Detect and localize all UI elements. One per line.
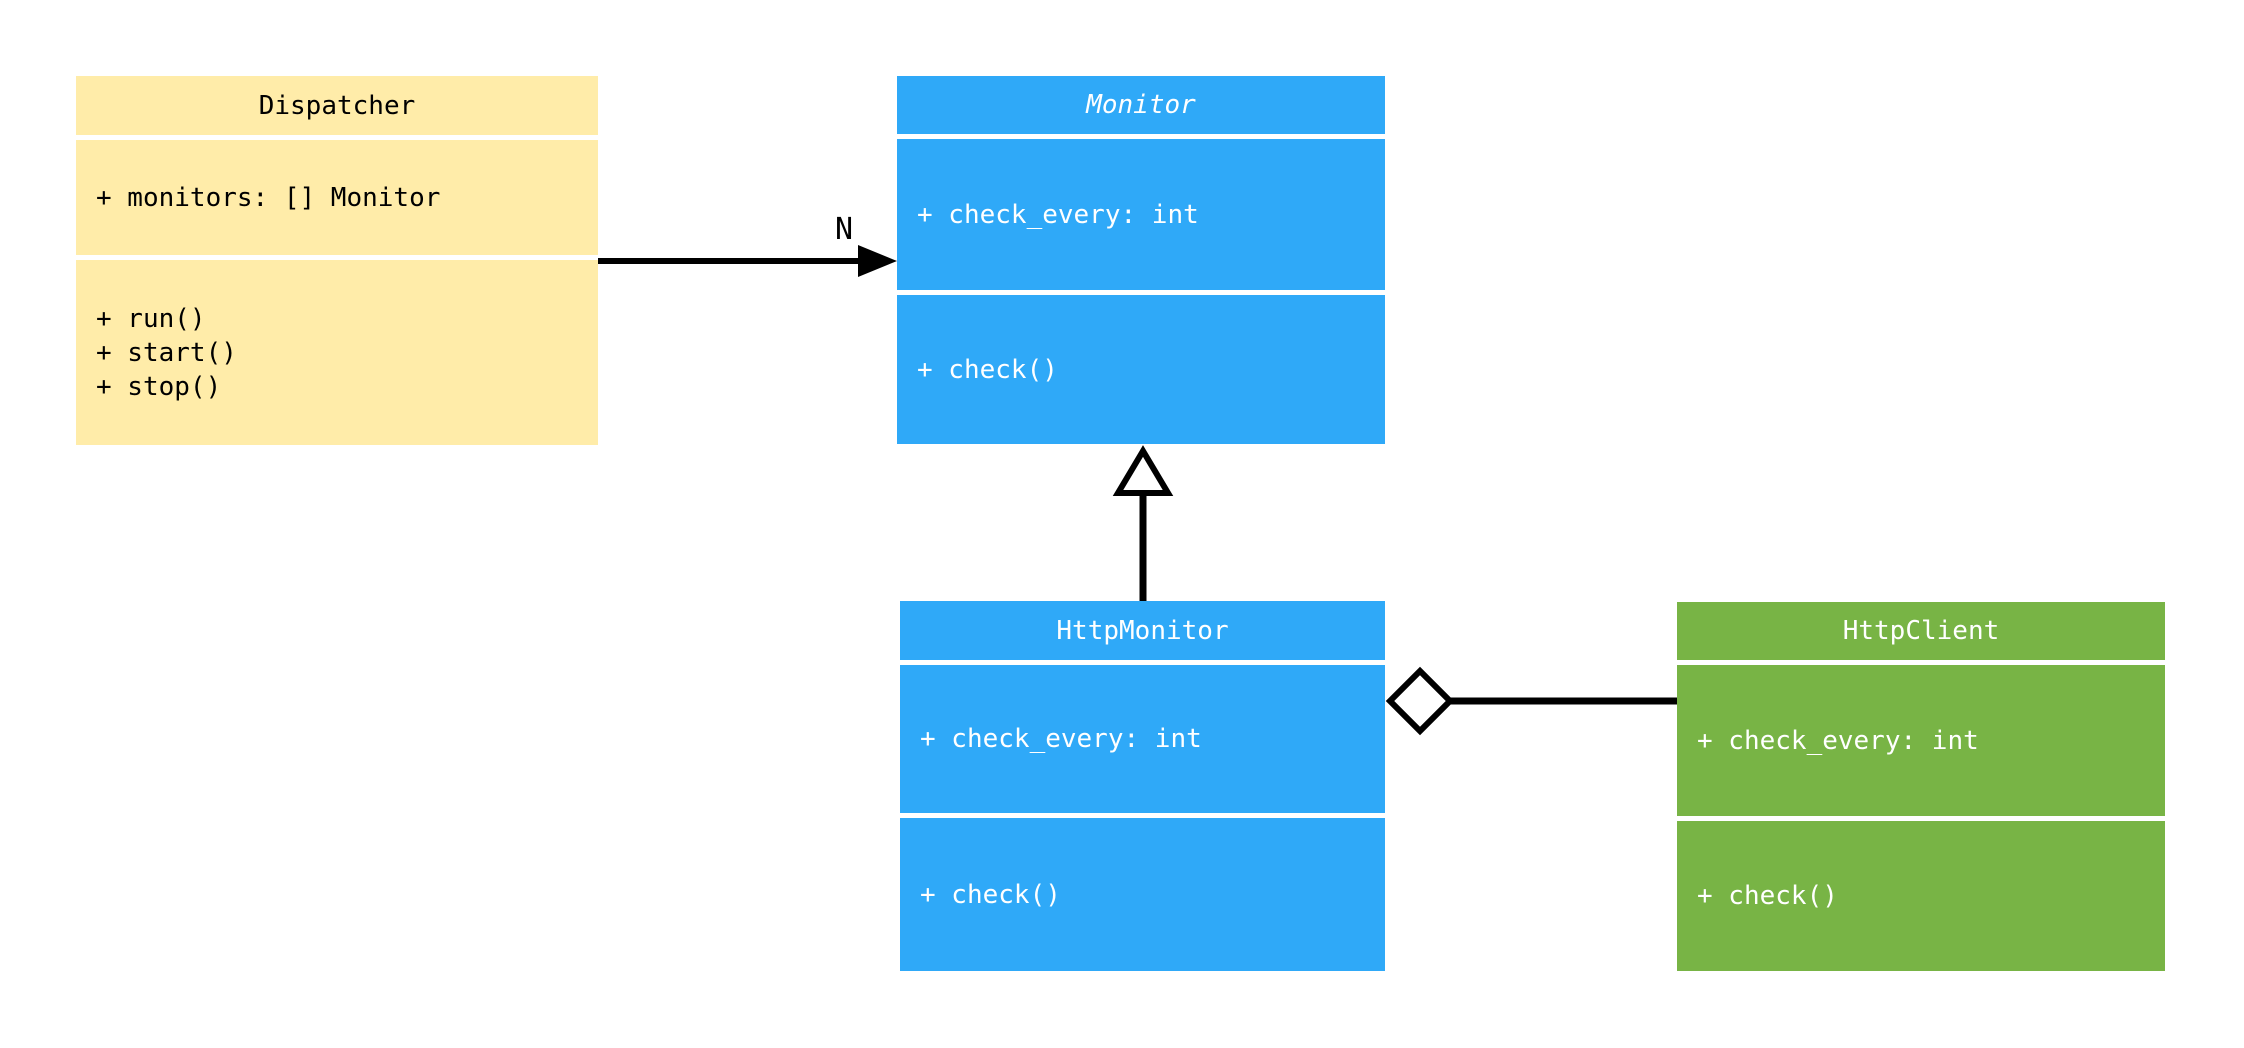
class-title: Monitor [897,76,1385,134]
attributes-section: + monitors: [] Monitor [76,140,598,255]
aggregation-diamond-icon [1385,666,1455,736]
methods-section: + run() + start() + stop() [76,260,598,445]
association-multiplicity-label: N [834,212,854,247]
methods-section: + check() [1677,821,2165,971]
class-httpclient: HttpClient + check_every: int + check() [1677,602,2165,971]
class-title: HttpMonitor [900,601,1385,660]
method-line: + run() [96,303,206,334]
class-title: HttpClient [1677,602,2165,660]
class-title: Dispatcher [76,76,598,135]
inheritance-triangle-icon [1112,445,1174,496]
attributes-section: + check_every: int [1677,665,2165,816]
method-line: + start() [96,337,237,368]
association-arrow [598,245,897,277]
attributes-section: + check_every: int [900,665,1385,813]
class-httpmonitor: HttpMonitor + check_every: int + check() [900,601,1385,971]
attribute-line: + monitors: [] Monitor [96,182,441,213]
methods-section: + check() [897,295,1385,444]
attribute-line: + check_every: int [917,199,1199,230]
class-monitor: Monitor + check_every: int + check() [897,76,1385,444]
attribute-line: + check_every: int [920,724,1202,754]
inheritance-arrow [1112,445,1174,601]
association-arrowhead-icon [858,245,897,277]
class-dispatcher: Dispatcher + monitors: [] Monitor + run(… [76,76,598,445]
aggregation-connector [1385,666,1677,736]
method-line: + check() [1697,881,1838,911]
method-line: + stop() [96,371,222,402]
methods-section: + check() [900,818,1385,971]
method-line: + check() [917,354,1058,385]
attribute-line: + check_every: int [1697,725,1979,756]
method-line: + check() [920,879,1061,910]
attributes-section: + check_every: int [897,139,1385,290]
